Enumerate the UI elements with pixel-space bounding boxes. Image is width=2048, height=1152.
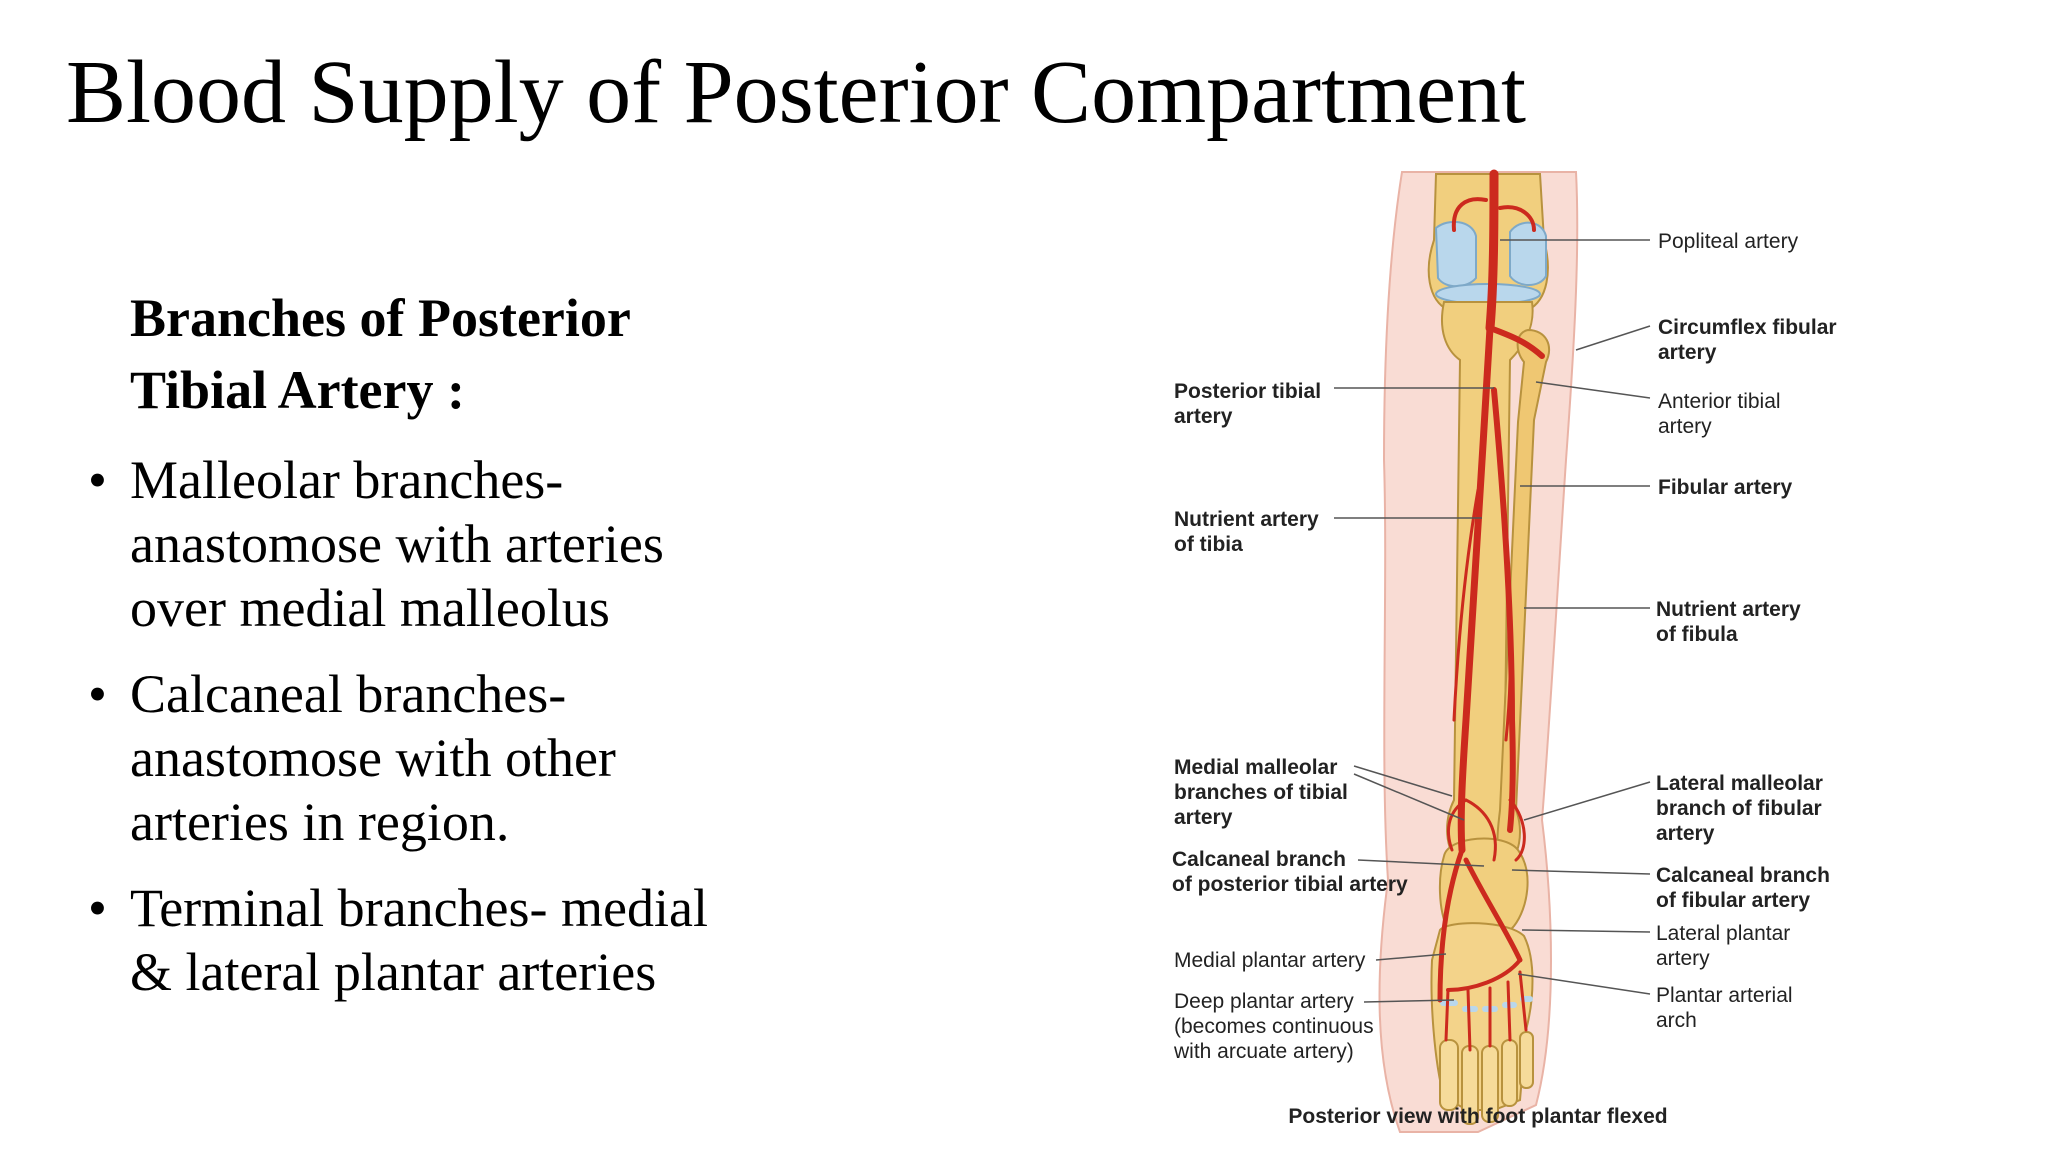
- bullet-line: Calcaneal branches-: [130, 664, 567, 724]
- bullet-icon: •: [88, 664, 107, 724]
- subheading-line: Branches of Posterior: [130, 288, 631, 348]
- bullet-line: anastomose with arteries: [130, 514, 664, 574]
- bullet-item-malleolar: • Malleolar branches- anastomose with ar…: [88, 448, 810, 640]
- figure-caption: Posterior view with foot plantar flexed: [1288, 1105, 1667, 1128]
- bullet-line: over medial malleolus: [130, 578, 610, 638]
- bullet-line: anastomose with other: [130, 728, 616, 788]
- slide-title: Blood Supply of Posterior Compartment: [66, 43, 1526, 142]
- bullet-line: Terminal branches- medial: [130, 878, 708, 938]
- bullet-item-calcaneal: • Calcaneal branches- anastomose with ot…: [88, 662, 810, 854]
- bullet-icon: •: [88, 878, 107, 938]
- label-popliteal-artery: Popliteal artery: [1658, 230, 1799, 253]
- lateral-condyle-cartilage: [1509, 221, 1547, 286]
- bullet-item-terminal: • Terminal branches- medial & lateral pl…: [88, 876, 810, 1004]
- medial-condyle-cartilage: [1434, 220, 1477, 288]
- bullet-line: arteries in region.: [130, 792, 510, 852]
- bullet-icon: •: [88, 450, 107, 510]
- label-fibular-artery: Fibular artery: [1658, 476, 1793, 499]
- leader-lines: [1334, 239, 1651, 1003]
- bullet-line: & lateral plantar arteries: [130, 942, 657, 1002]
- bullet-list: • Malleolar branches- anastomose with ar…: [88, 448, 810, 1026]
- label-medial-plantar-artery: Medial plantar artery: [1174, 949, 1366, 972]
- arterial-tree: [1437, 169, 1545, 1052]
- subheading: Branches of Posterior Tibial Artery :: [130, 282, 770, 426]
- bullet-line: Malleolar branches-: [130, 450, 564, 510]
- subheading-line: Tibial Artery :: [130, 360, 465, 420]
